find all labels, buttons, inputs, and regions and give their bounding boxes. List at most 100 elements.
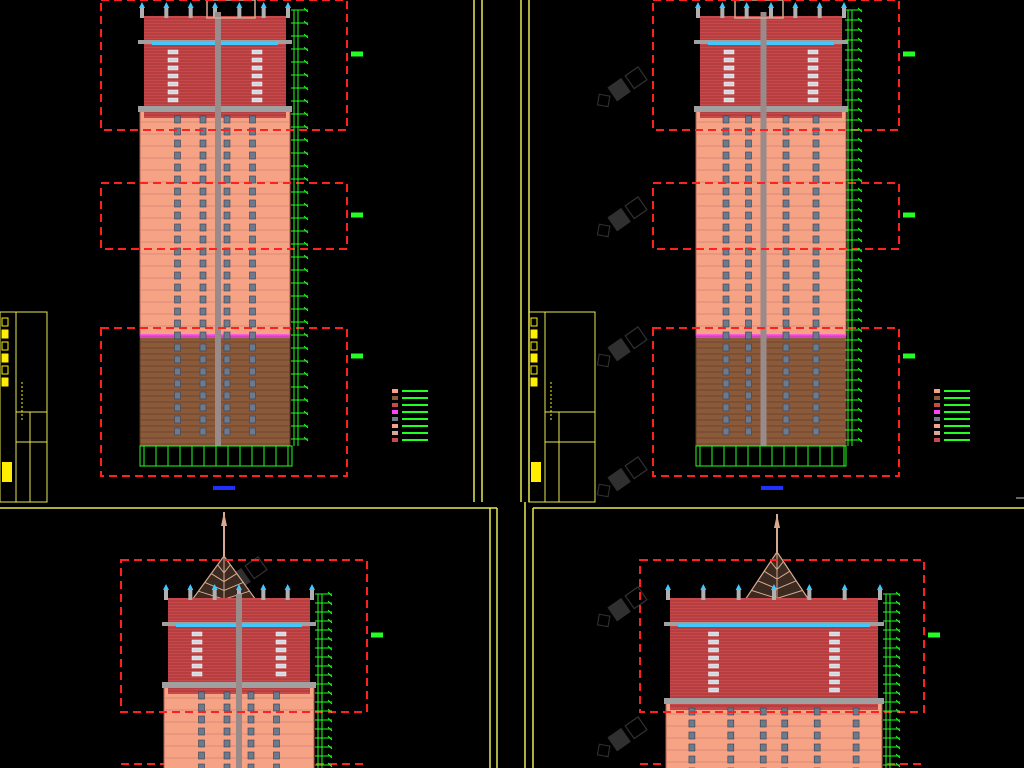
dimension-tick-mark [303, 254, 309, 260]
finial-cap [771, 584, 777, 590]
window [722, 127, 730, 136]
balcony [723, 81, 735, 87]
window [782, 355, 790, 364]
zone-marker [652, 0, 915, 131]
balcony [191, 647, 203, 653]
window [722, 223, 730, 232]
window [198, 727, 205, 736]
balcony [275, 671, 287, 677]
finial-cap [695, 2, 701, 8]
dimension-chain [883, 591, 901, 768]
dimension-tick-mark [857, 167, 863, 173]
window [199, 307, 207, 316]
window [199, 343, 207, 352]
spire-tip [221, 512, 227, 526]
window [174, 223, 181, 232]
dimension-tick-mark [303, 20, 309, 26]
finial-cap [211, 584, 218, 590]
window [199, 391, 207, 400]
legend-swatch [934, 403, 940, 407]
title-block-cell [1, 365, 9, 375]
finial [842, 8, 846, 18]
window [722, 343, 730, 352]
window [223, 691, 231, 700]
window [722, 151, 730, 160]
window [174, 367, 181, 376]
balcony [723, 73, 735, 79]
window [249, 379, 256, 388]
finial-cap [700, 584, 707, 590]
window [782, 259, 790, 268]
dimension-tick-mark [895, 672, 901, 678]
zone-box [652, 327, 900, 477]
balcony [708, 671, 719, 677]
window [781, 731, 789, 740]
window [223, 763, 231, 768]
window [199, 211, 207, 220]
balcony [829, 639, 840, 645]
window [782, 295, 790, 304]
tower-elevation [138, 2, 292, 447]
window [223, 715, 231, 724]
window [249, 163, 256, 172]
dimension-tick-mark [895, 636, 901, 642]
watermark-glyph: ◇■□ [589, 321, 651, 375]
window [273, 739, 280, 748]
dimension-tick-mark [303, 202, 309, 208]
center-pilaster [215, 12, 221, 446]
dimension-tick-mark [327, 591, 333, 597]
dimension-tick-mark [857, 307, 863, 313]
dimension-tick-mark [857, 227, 863, 233]
finial-cap [816, 2, 823, 8]
window [745, 115, 752, 124]
watermark-logo-icon: ◇■□ [589, 191, 651, 245]
dimension-tick-mark [857, 67, 863, 73]
watermark-logo-icon: ◇■□ [589, 711, 651, 765]
balcony [167, 49, 179, 55]
watermark-glyph: ◇■□ [589, 191, 651, 245]
window [223, 391, 231, 400]
finial-cap [285, 2, 291, 8]
legend-swatch [392, 424, 398, 428]
window [199, 271, 207, 280]
zone-marker [120, 559, 383, 713]
window [223, 223, 231, 232]
dimension-tick-mark [303, 267, 309, 273]
dimension-tick-mark [857, 327, 863, 333]
dimension-tick-mark [857, 187, 863, 193]
dimension-tick-mark [857, 37, 863, 43]
window [174, 151, 181, 160]
crown-arch [734, 0, 784, 19]
tower-clipped [162, 584, 316, 768]
crown-blue-band [708, 42, 834, 45]
window [174, 235, 181, 244]
window [249, 355, 256, 364]
window [745, 211, 752, 220]
window [247, 763, 255, 768]
window [812, 295, 820, 304]
finial-cap [877, 584, 883, 590]
dimension-tick-mark [303, 358, 309, 364]
window [782, 175, 790, 184]
dimension-tick-mark [895, 645, 901, 651]
window [174, 163, 181, 172]
window [782, 187, 790, 196]
tower-elevation [694, 2, 848, 447]
dimension-tick-mark [895, 654, 901, 660]
zone-marker [652, 327, 915, 477]
sheet-bottom-left [121, 512, 367, 768]
dimension-tick-mark [857, 267, 863, 273]
dimension-tick-mark [303, 176, 309, 182]
window [745, 259, 752, 268]
window [812, 235, 820, 244]
window [223, 727, 231, 736]
finial-cap [735, 584, 742, 590]
balcony [807, 73, 819, 79]
dimension-tick-mark [327, 708, 333, 714]
window [722, 403, 730, 412]
crown-ornament [743, 514, 811, 601]
balcony [829, 671, 840, 677]
dimension-tick-mark [895, 627, 901, 633]
window [199, 127, 207, 136]
